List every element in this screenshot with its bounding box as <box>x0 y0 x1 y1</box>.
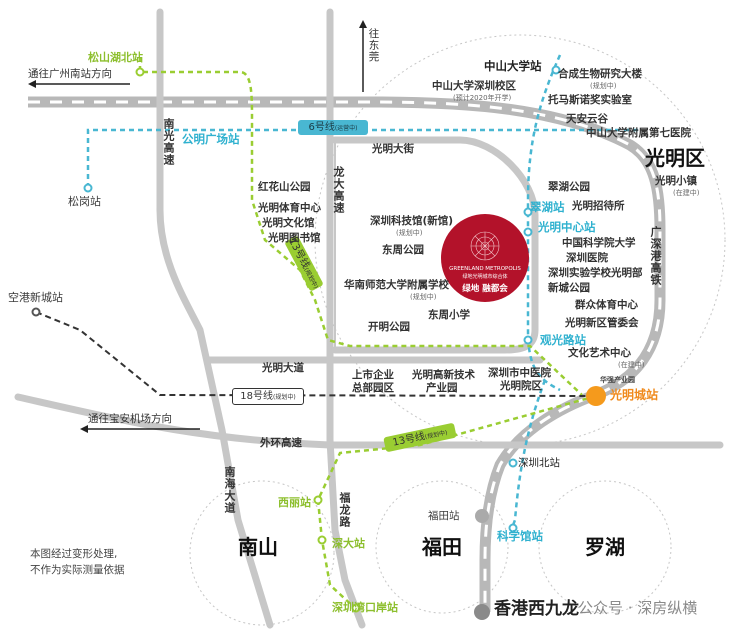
station-hk-west-kowloon: 香港西九龙 <box>494 599 579 619</box>
metro-line-18 <box>35 311 597 397</box>
poi-hongshan-park: 红花山公园 <box>258 181 311 193</box>
road-guangming-street: 光明大街 <box>372 143 414 155</box>
poi-hs-school: 华南师范大学附属学校 <box>344 279 449 291</box>
road-outer-ring: 外环高速 <box>260 437 302 449</box>
poi-guangming-hostel: 光明招待所 <box>572 200 625 212</box>
poi-culture-center-note: (在建中) <box>618 361 645 369</box>
poi-tianan: 天安云谷 <box>566 113 608 125</box>
disclaimer-note: 本图经过变形处理, 不作为实际测量依据 <box>30 546 125 578</box>
district-nanshan: 南山 <box>238 535 278 559</box>
district-futian: 福田 <box>422 535 462 559</box>
station-guangming-city: 光明城站 <box>610 388 659 402</box>
poi-library: 光明图书馆 <box>268 232 321 244</box>
poi-dongzhou-primary: 东周小学 <box>428 309 470 321</box>
district-guangming: 光明区 <box>645 146 705 170</box>
station-shenda: 深大站 <box>332 537 365 550</box>
poi-dongzhou-park: 东周公园 <box>382 244 424 256</box>
poi-shenzhen-hospital: 深圳医院 <box>566 252 608 264</box>
poi-guangming-town: 光明小镇 <box>655 175 697 187</box>
direction-dongguan: 往东莞 <box>367 28 380 63</box>
road-longda: 龙大高速 <box>332 166 345 214</box>
poi-admin-committee: 光明新区管委会 <box>565 317 639 329</box>
direction-baoan: 通往宝安机场方向 <box>88 413 172 425</box>
road-nanguang: 南光高速 <box>162 118 175 166</box>
poi-kaiming-park: 开明公园 <box>368 321 410 333</box>
poi-cuihu-park: 翠湖公园 <box>548 181 590 193</box>
station-songshanhu-north: 松山湖北站 <box>88 51 143 64</box>
poi-zhongshan-campus: 中山大学深圳校区 <box>432 80 516 92</box>
poi-synthetic-bio: 合成生物研究大楼 <box>558 68 642 80</box>
project-name-cn: 绿地 融都会 <box>462 284 508 294</box>
station-guangming-center: 光明中心站 <box>538 220 596 234</box>
luohu-ring <box>538 480 672 614</box>
disclaimer-line-2: 不作为实际测量依据 <box>30 564 125 576</box>
station-konggang: 空港新城站 <box>8 291 63 304</box>
poi-tcm-hospital-2: 光明院区 <box>500 380 542 392</box>
line6-note: (运营中) <box>334 125 358 132</box>
poi-shiyan-school: 深圳实验学校光明部 <box>548 267 643 279</box>
hk-station-dot <box>474 604 490 620</box>
district-luohu: 罗湖 <box>585 535 625 559</box>
road-fulong: 福龙路 <box>338 492 351 528</box>
poi-zhongshan-campus-note: (预计2020年开学) <box>453 94 512 102</box>
metro-line-6 <box>86 54 640 392</box>
metro-line-13-south <box>316 394 597 610</box>
poi-culture-hall: 光明文化馆 <box>262 217 315 229</box>
poi-science-museum: 深圳科技馆(新馆) <box>370 215 454 227</box>
greenland-rosette-icon <box>470 231 500 261</box>
station-cuihu: 翠湖站 <box>530 200 565 214</box>
poi-hs-school-note: (规划中) <box>410 293 437 301</box>
station-gongming-square: 公明广场站 <box>182 132 240 146</box>
futian-station-dot <box>475 509 489 523</box>
road-guangming-avenue: 光明大道 <box>262 362 304 374</box>
poi-guangming-town-note: (在建中) <box>673 189 700 197</box>
project-name-en: GREENLAND METROPOLIS <box>449 266 521 272</box>
project-name-en-sub: 绿地光明城市综合体 <box>462 274 508 280</box>
line13-south-note: (规划中) <box>424 429 449 441</box>
direction-guangzhou: 通往广州南站方向 <box>28 68 112 80</box>
poi-listed-hq-1: 上市企业 <box>352 369 394 381</box>
poi-listed-hq-2: 总部园区 <box>352 382 394 394</box>
poi-science-museum-note: (规划中) <box>396 229 423 237</box>
futian-ring <box>375 480 509 614</box>
poi-new-city-park: 新城公园 <box>548 282 590 294</box>
line18-badge: 18号线(规划中) <box>232 388 304 405</box>
poi-huaqiang: 华强产业园 <box>600 376 635 384</box>
metro-line-6-south <box>510 379 547 529</box>
station-xili: 西丽站 <box>278 496 311 509</box>
line6-name: 6号线 <box>308 122 335 133</box>
poi-qunzhong: 群众体育中心 <box>575 299 638 311</box>
disclaimer-line-1: 本图经过变形处理, <box>30 548 118 560</box>
line18-note: (规划中) <box>273 394 296 401</box>
poi-cas-uni: 中国科学院大学 <box>562 237 636 249</box>
poi-toma-lab: 托马斯诺奖实验室 <box>548 94 632 106</box>
guangming-city-station-dot <box>586 386 606 406</box>
poi-culture-center: 文化艺术中心 <box>568 347 631 359</box>
station-shenzhen-bay: 深圳湾口岸站 <box>332 601 398 614</box>
road-guanggang: 广深港高铁 <box>649 226 662 286</box>
station-guangguang-road: 观光路站 <box>540 333 586 347</box>
poi-sports-center: 光明体育中心 <box>258 202 321 214</box>
poi-tcm-hospital-1: 深圳市中医院 <box>488 367 551 379</box>
station-futian: 福田站 <box>428 510 460 522</box>
poi-tech-park-1: 光明高新技术 <box>412 369 475 381</box>
metro-line-13 <box>138 57 583 396</box>
station-kexueguan: 科学馆站 <box>497 529 543 543</box>
poi-synthetic-bio-note: (规划中) <box>590 82 617 90</box>
station-songgang: 松岗站 <box>68 195 101 208</box>
station-shenzhen-north: 深圳北站 <box>518 457 560 469</box>
line18-name: 18号线 <box>240 391 274 402</box>
line6-badge: 6号线(运营中) <box>298 120 368 135</box>
nanshan-ring <box>189 480 335 626</box>
watermark: 公众号 · 深房纵横 <box>578 599 698 617</box>
poi-tech-park-2: 产业园 <box>426 382 458 394</box>
road-nanhai: 南海大道 <box>223 466 236 514</box>
station-zhongshan-uni: 中山大学站 <box>484 59 542 73</box>
poi-seventh-hospital: 中山大学附属第七医院 <box>586 127 691 139</box>
